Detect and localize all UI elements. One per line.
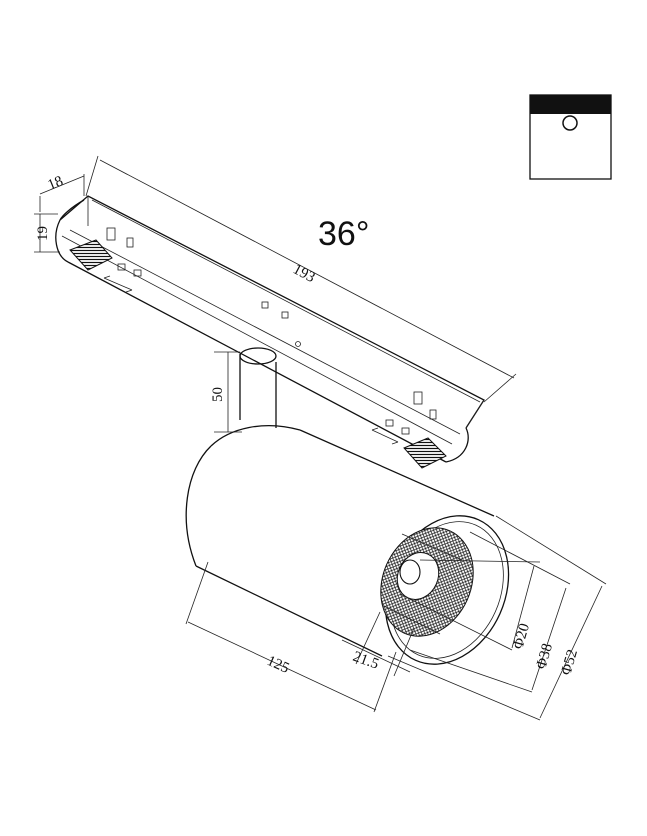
dim-rail-length: 193 <box>85 155 517 403</box>
dim-outer-diameter-label: Φ52 <box>558 648 581 677</box>
dim-stem-height-label: 50 <box>210 387 226 402</box>
dim-body-length-label: 125 <box>264 653 291 677</box>
spotlight-body <box>185 424 510 665</box>
dim-rail-width: 18 <box>39 173 85 212</box>
dim-rail-height-label: 19 <box>35 226 51 241</box>
track-spotlight-icon <box>529 94 612 180</box>
dim-rail-height: 19 <box>34 213 60 253</box>
dim-stem-height: 50 <box>210 351 242 433</box>
dim-outer-diameter: Φ52 <box>387 515 607 721</box>
dim-reflector-diameter-label: Φ38 <box>533 642 556 671</box>
dim-reflector-diameter: Φ38 <box>409 531 571 693</box>
dim-inner-diameter: Φ20 <box>399 559 541 651</box>
dim-recess-depth-label: 21.5 <box>351 649 381 673</box>
dim-body-length: 125 <box>185 561 397 713</box>
dim-rail-width-label: 18 <box>46 173 66 193</box>
dim-inner-diameter-label: Φ20 <box>510 622 533 651</box>
beam-angle-label: 36° <box>318 215 369 253</box>
stem <box>239 347 277 428</box>
dim-rail-length-label: 193 <box>290 261 317 286</box>
track-adapter <box>55 195 485 469</box>
